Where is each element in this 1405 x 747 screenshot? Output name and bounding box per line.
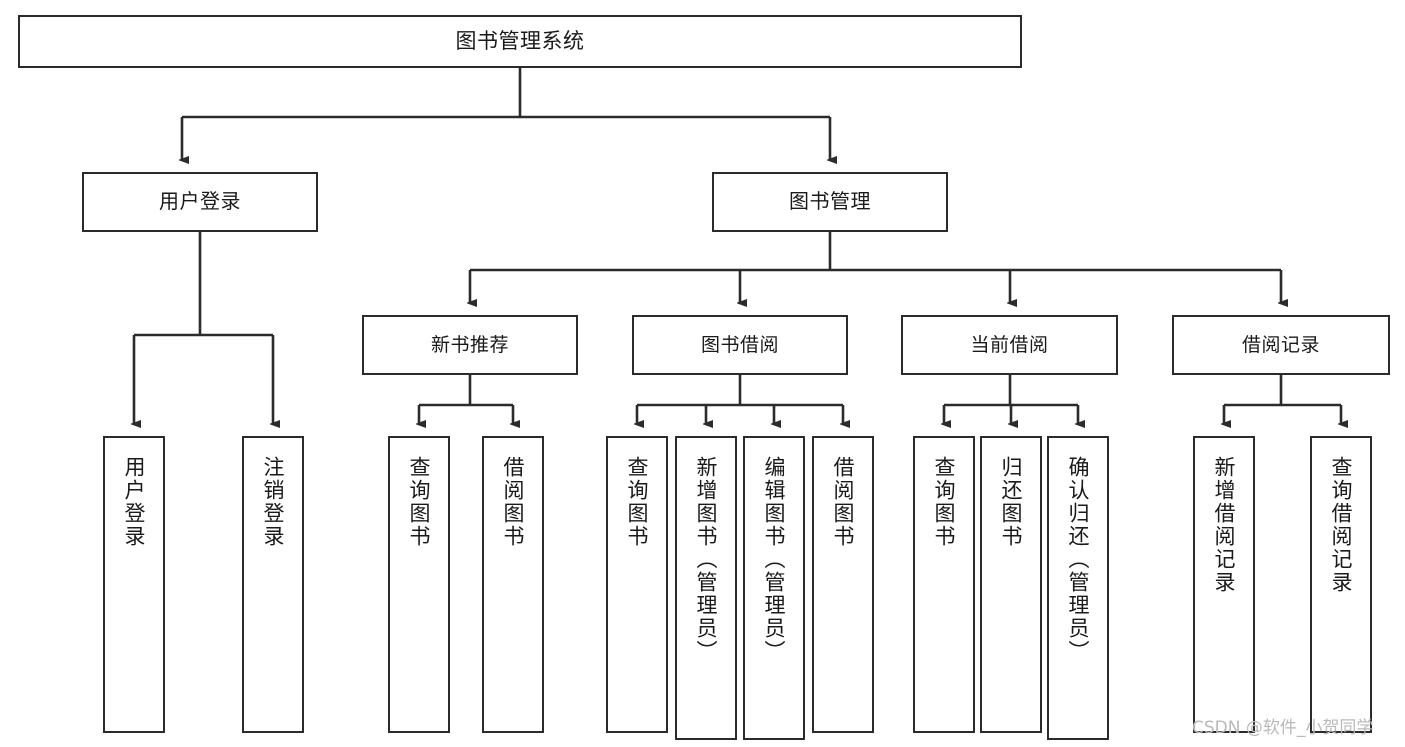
node-book-borrow[interactable]: 图书借阅 — [632, 315, 848, 375]
leaf-edit-book-admin-label: 编辑图书（管理员） — [762, 456, 787, 663]
leaf-borrow-book-recommend[interactable]: 借阅图书 — [482, 436, 544, 733]
leaf-query-book[interactable]: 查询图书 — [606, 436, 668, 733]
leaf-return-book-label: 归还图书 — [999, 456, 1024, 548]
leaf-logout-label: 注销登录 — [261, 456, 286, 548]
leaf-user-login[interactable]: 用户登录 — [103, 436, 165, 733]
leaf-confirm-return-admin[interactable]: 确认归还（管理员） — [1047, 436, 1109, 740]
node-current-borrow[interactable]: 当前借阅 — [901, 315, 1118, 375]
node-root-label: 图书管理系统 — [455, 29, 585, 54]
node-current-borrow-label: 当前借阅 — [970, 333, 1049, 356]
leaf-borrow-book-label: 借阅图书 — [831, 456, 856, 548]
node-user-login-label: 用户登录 — [159, 189, 241, 214]
node-borrow-record[interactable]: 借阅记录 — [1172, 315, 1390, 375]
node-user-login[interactable]: 用户登录 — [82, 172, 318, 232]
node-new-book-recommend[interactable]: 新书推荐 — [362, 315, 578, 375]
node-book-borrow-label: 图书借阅 — [700, 333, 779, 356]
leaf-return-book[interactable]: 归还图书 — [980, 436, 1042, 733]
node-root[interactable]: 图书管理系统 — [18, 15, 1022, 68]
node-new-book-recommend-label: 新书推荐 — [430, 333, 509, 356]
leaf-query-book-recommend[interactable]: 查询图书 — [388, 436, 450, 733]
leaf-borrow-book[interactable]: 借阅图书 — [812, 436, 874, 733]
leaf-user-login-label: 用户登录 — [122, 456, 147, 548]
node-book-management[interactable]: 图书管理 — [712, 172, 948, 232]
leaf-logout[interactable]: 注销登录 — [242, 436, 304, 733]
leaf-borrow-book-recommend-label: 借阅图书 — [501, 456, 526, 548]
leaf-edit-book-admin[interactable]: 编辑图书（管理员） — [743, 436, 805, 740]
leaf-query-book-current[interactable]: 查询图书 — [913, 436, 975, 733]
node-borrow-record-label: 借阅记录 — [1241, 333, 1320, 356]
leaf-query-borrow-record[interactable]: 查询借阅记录 — [1310, 436, 1372, 733]
leaf-confirm-return-admin-label: 确认归还（管理员） — [1066, 456, 1091, 663]
leaf-query-book-current-label: 查询图书 — [932, 456, 957, 548]
leaf-add-book-admin-label: 新增图书（管理员） — [694, 456, 719, 663]
leaf-add-borrow-record[interactable]: 新增借阅记录 — [1193, 436, 1255, 733]
node-book-management-label: 图书管理 — [789, 189, 871, 214]
watermark: CSDN @软件_小贺同学 — [1192, 718, 1374, 738]
leaf-add-book-admin[interactable]: 新增图书（管理员） — [675, 436, 737, 740]
leaf-add-borrow-record-label: 新增借阅记录 — [1212, 456, 1237, 594]
leaf-query-borrow-record-label: 查询借阅记录 — [1329, 456, 1354, 594]
leaf-query-book-recommend-label: 查询图书 — [407, 456, 432, 548]
leaf-query-book-label: 查询图书 — [625, 456, 650, 548]
